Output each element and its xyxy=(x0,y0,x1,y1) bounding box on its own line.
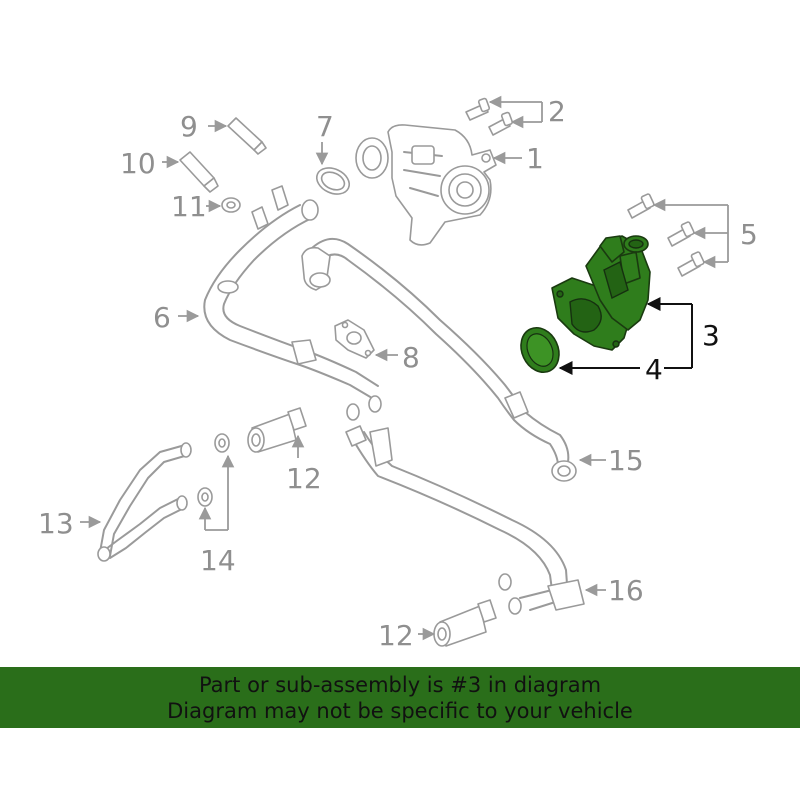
leader-lines xyxy=(80,95,729,641)
callout-3: 3 xyxy=(702,319,720,352)
part-12-fitting-upper xyxy=(247,407,307,453)
part-13-hoses xyxy=(97,442,192,562)
callout-7: 7 xyxy=(316,110,334,143)
part-12-fitting-lower xyxy=(433,599,497,647)
part-9-sensor xyxy=(227,117,267,155)
part-6-coolant-pipe xyxy=(203,185,382,421)
banner-line-disclaimer: Diagram may not be specific to your vehi… xyxy=(167,698,633,723)
part-16-coolant-pipe xyxy=(345,425,585,615)
callout-2: 2 xyxy=(548,95,566,128)
callout-1: 1 xyxy=(526,142,544,175)
callout-6: 6 xyxy=(153,301,171,334)
part-8-gasket xyxy=(334,319,375,359)
callout-16: 16 xyxy=(608,574,644,607)
callout-10: 10 xyxy=(120,147,156,180)
part-10-sensor xyxy=(179,151,219,193)
callout-9: 9 xyxy=(180,110,198,143)
part-1-pump-housing xyxy=(355,124,497,246)
callout-12-lower: 12 xyxy=(378,619,414,652)
callout-12-upper: 12 xyxy=(286,462,322,495)
callout-14: 14 xyxy=(200,544,236,577)
part-5-bolts xyxy=(627,193,705,277)
part-15-coolant-pipe xyxy=(301,237,577,482)
callout-11: 11 xyxy=(171,190,207,223)
callout-8: 8 xyxy=(402,341,420,374)
part-11-washer xyxy=(221,197,241,213)
callout-13: 13 xyxy=(38,507,74,540)
part-4-seal xyxy=(520,327,560,373)
notice-banner: Part or sub-assembly is #3 in diagram Di… xyxy=(0,667,800,728)
callout-4: 4 xyxy=(645,353,663,386)
part-7-o-ring xyxy=(315,167,351,195)
part-2-bolts xyxy=(465,97,514,136)
callout-5: 5 xyxy=(740,218,758,251)
callout-15: 15 xyxy=(608,444,644,477)
banner-line-part: Part or sub-assembly is #3 in diagram xyxy=(198,672,602,697)
part-3-thermostat-housing xyxy=(551,235,651,351)
part-14-washers xyxy=(197,433,230,507)
